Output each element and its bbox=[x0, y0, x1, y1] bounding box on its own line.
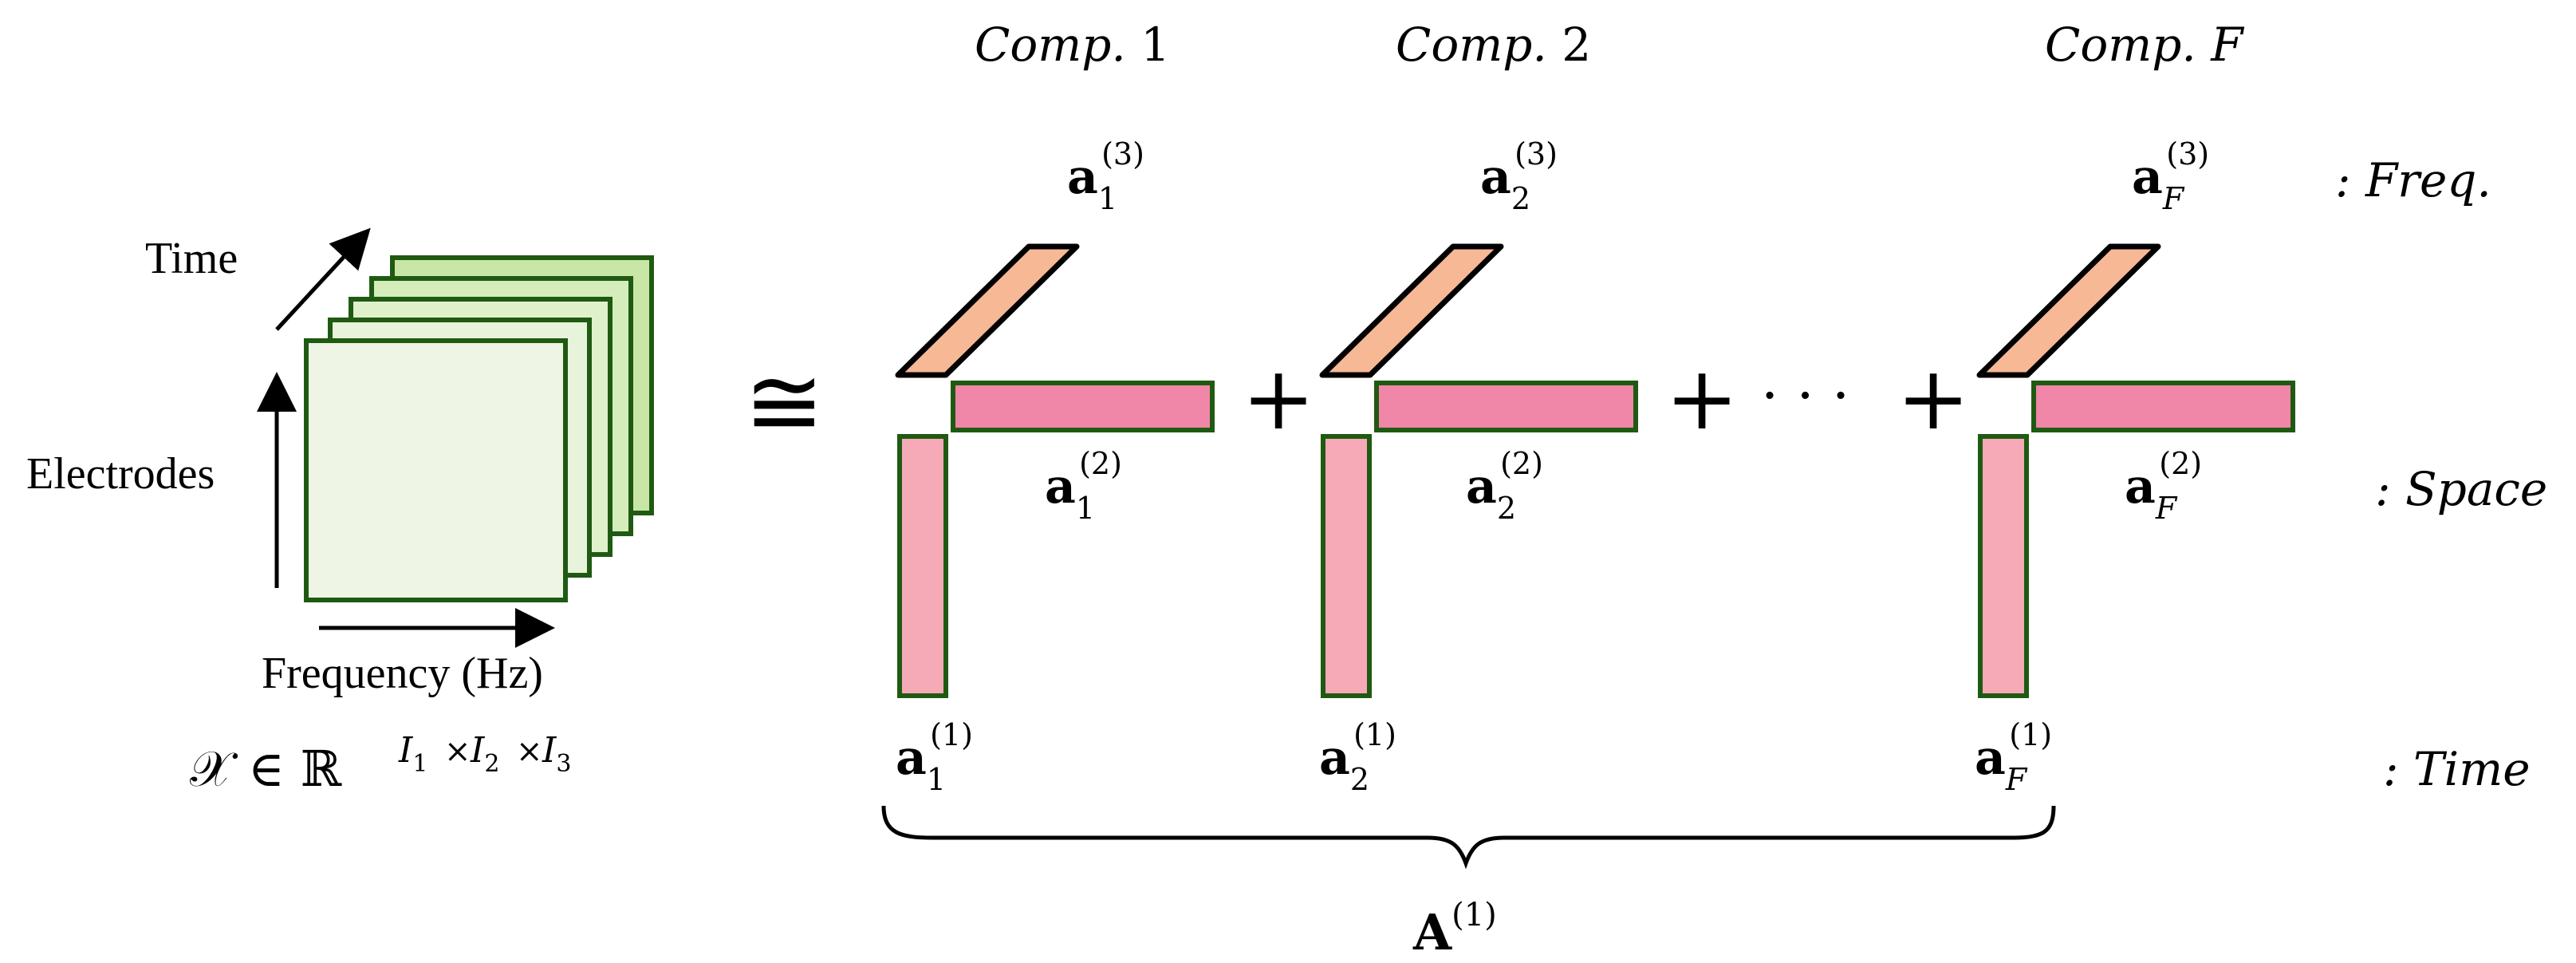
exp-I1: I1 bbox=[398, 730, 427, 778]
component-F-a3-label: aF(3) bbox=[2132, 136, 2209, 216]
component-F-a1-label: aF(1) bbox=[1975, 717, 2052, 797]
component-2-a3-label: a2(3) bbox=[1480, 136, 1558, 216]
mode-label-time: : Time bbox=[2383, 742, 2531, 796]
component-2-a2-label: a2(2) bbox=[1466, 446, 1543, 526]
component-1-title: Comp. 1 bbox=[975, 18, 1170, 72]
plus-sign-2: + bbox=[1665, 347, 1739, 449]
approx-symbol: ≅ bbox=[744, 347, 825, 458]
component-F-space-bar bbox=[2031, 381, 2295, 432]
exp-times-1: × bbox=[444, 733, 471, 770]
underbrace bbox=[881, 805, 2056, 870]
component-1-a3-label: a1(3) bbox=[1067, 136, 1144, 216]
time-axis-arrow bbox=[275, 227, 371, 331]
component-F-title: Comp. F bbox=[2045, 18, 2244, 72]
mode-label-freq: : Freq. bbox=[2335, 153, 2491, 207]
component-2-a1-label: a2(1) bbox=[1319, 717, 1396, 797]
exp-I2: I2 bbox=[470, 730, 499, 778]
component-2-time-bar bbox=[1321, 434, 1372, 698]
mode-label-space: : Space bbox=[2375, 462, 2547, 516]
ellipsis: · · · bbox=[1761, 363, 1849, 428]
component-F: Comp. F aF(3) aF(2) aF(1) bbox=[1975, 18, 2295, 797]
component-2-freq-bar bbox=[1319, 243, 1504, 378]
component-1-a2-label: a1(2) bbox=[1045, 446, 1122, 526]
component-1-a1-label: a1(1) bbox=[896, 717, 973, 797]
component-F-time-bar bbox=[1978, 434, 2029, 698]
component-2-space-bar bbox=[1374, 381, 1638, 432]
plus-sign-3: + bbox=[1897, 347, 1970, 449]
time-axis-label: Time bbox=[145, 234, 238, 283]
exp-I3: I3 bbox=[542, 730, 571, 778]
tensor-set-symbol: 𝒳 ∈ ℝ bbox=[190, 740, 342, 798]
frequency-axis-label: Frequency (Hz) bbox=[262, 649, 543, 698]
component-F-freq-bar bbox=[1976, 243, 2161, 378]
electrodes-axis-label: Electrodes bbox=[26, 449, 215, 499]
component-1-space-bar bbox=[951, 381, 1215, 432]
component-1-time-bar bbox=[897, 434, 948, 698]
plus-sign-1: + bbox=[1242, 347, 1315, 449]
tensor-set-expression: 𝒳 ∈ ℝ I1 × I2 × I3 bbox=[190, 730, 571, 798]
component-2: Comp. 2 a2(3) a2(2) a2(1) bbox=[1319, 18, 1638, 797]
exp-times-2: × bbox=[516, 733, 543, 770]
component-F-a2-label: aF(2) bbox=[2125, 446, 2202, 526]
tensor-slice-1 bbox=[304, 338, 568, 602]
component-1-freq-bar bbox=[895, 243, 1080, 378]
tensor-stack bbox=[304, 255, 654, 602]
component-2-title: Comp. 2 bbox=[1396, 18, 1591, 72]
component-1: Comp. 1 a1(3) a1(2) a1(1) bbox=[895, 18, 1215, 797]
factor-matrix-label: A(1) bbox=[1412, 897, 1497, 961]
